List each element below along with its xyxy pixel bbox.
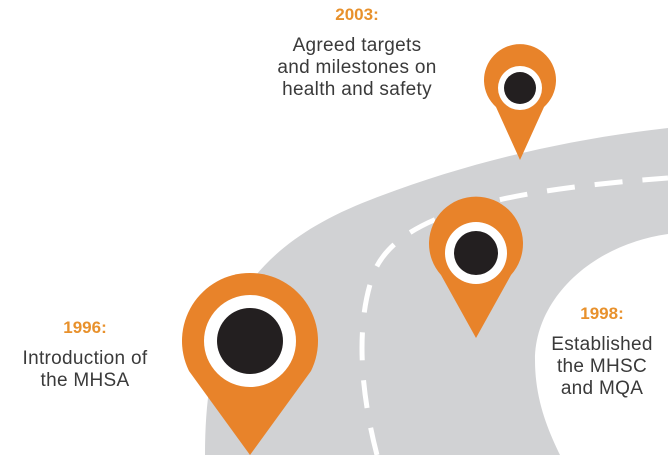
map-pin-icon <box>182 272 318 455</box>
milestone-year: 1998: <box>580 304 624 323</box>
road-centre-line <box>359 175 668 455</box>
milestone-year: 1996: <box>63 318 107 337</box>
map-pin-icon <box>484 44 556 160</box>
road <box>205 128 668 455</box>
milestone-year: 2003: <box>335 5 379 24</box>
map-pin-icon <box>428 196 523 338</box>
